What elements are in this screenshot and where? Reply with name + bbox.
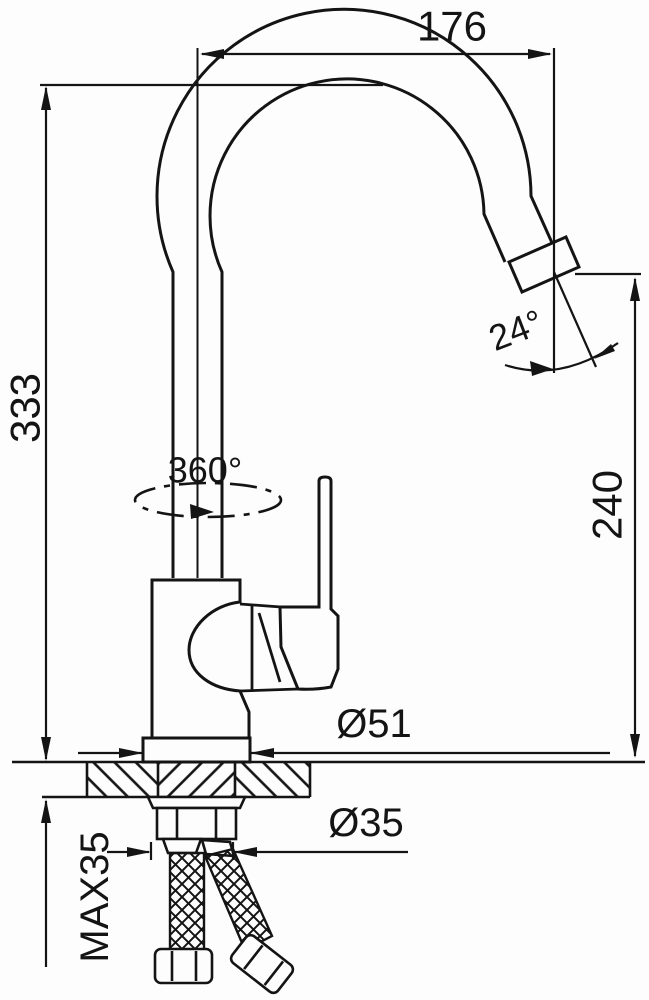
dim-240-group: 240 (575, 272, 641, 758)
spout-reach-label: 176 (417, 3, 487, 50)
dim-o35-arrow-right (233, 847, 257, 857)
dim-o51-arrow-left (119, 748, 143, 758)
dim-333-group: 333 (2, 83, 383, 761)
spout-height-label: 240 (584, 470, 631, 540)
rotation-arrowhead (190, 504, 214, 519)
dim-176-group: 176 (200, 3, 552, 59)
total-height-label: 333 (2, 373, 49, 443)
angle-arrowhead-left (530, 361, 553, 376)
rotation-dashed-ellipse (133, 481, 283, 519)
faucet-body (150, 578, 251, 740)
spout-inner-curve (208, 77, 507, 578)
dim-240-arrow-top (630, 277, 640, 301)
fitting-angled-body (229, 933, 295, 995)
mounting-washer (145, 795, 248, 810)
countertop-group (12, 760, 645, 799)
counter-hatch-left (87, 763, 158, 796)
fitting-angled-facet-a (243, 944, 264, 970)
spout-outer-curve (155, 7, 555, 578)
spout-angle-label: 24° (483, 301, 549, 359)
dim-333-arrow-bottom (41, 737, 51, 761)
supply-hose-vertical (168, 851, 206, 952)
hose-collar-left (161, 837, 203, 855)
mounting-locknut (155, 806, 238, 841)
dim-240-arrow-bottom (630, 734, 640, 758)
base-flange (141, 736, 252, 764)
dim-o35-arrow-left (127, 847, 151, 857)
faucet-group (141, 7, 581, 764)
valve-block-facet (257, 612, 282, 683)
valve-block-bottom (239, 687, 299, 693)
hose-fitting-angled (229, 933, 295, 995)
fitting-angled-facet-b (263, 960, 285, 986)
angle-arrowhead-right (594, 344, 615, 359)
base-diameter-label: Ø51 (336, 702, 412, 746)
hose-fitting-vertical (153, 947, 214, 985)
faucet-handle (278, 475, 340, 691)
dim-max35-arrow (41, 799, 51, 823)
max-counter-thickness-label: MAX35 (73, 831, 117, 962)
swivel-rotation-label: 360° (168, 450, 242, 491)
dim-176-arrow-right (528, 49, 552, 59)
mounting-hardware-group (145, 795, 295, 995)
dim-o51-arrow-right (250, 748, 274, 758)
rotation-360-group: 360° (133, 450, 283, 519)
valve-block-top (239, 602, 282, 609)
supply-hose-angled (203, 847, 274, 952)
dim-max35-group: MAX35 (41, 799, 117, 967)
counter-hatch-middle (158, 763, 235, 796)
dim-176-arrow-left (200, 49, 224, 59)
counter-hatch-right (235, 763, 310, 796)
mount-hole-diameter-label: Ø35 (328, 801, 404, 845)
dim-o51-group: Ø51 (78, 702, 610, 758)
dim-333-arrow-top (41, 86, 51, 110)
spout-aerator-tip (507, 235, 581, 294)
angle-slanted-leg (552, 271, 598, 368)
dim-o35-group: Ø35 (107, 801, 408, 860)
